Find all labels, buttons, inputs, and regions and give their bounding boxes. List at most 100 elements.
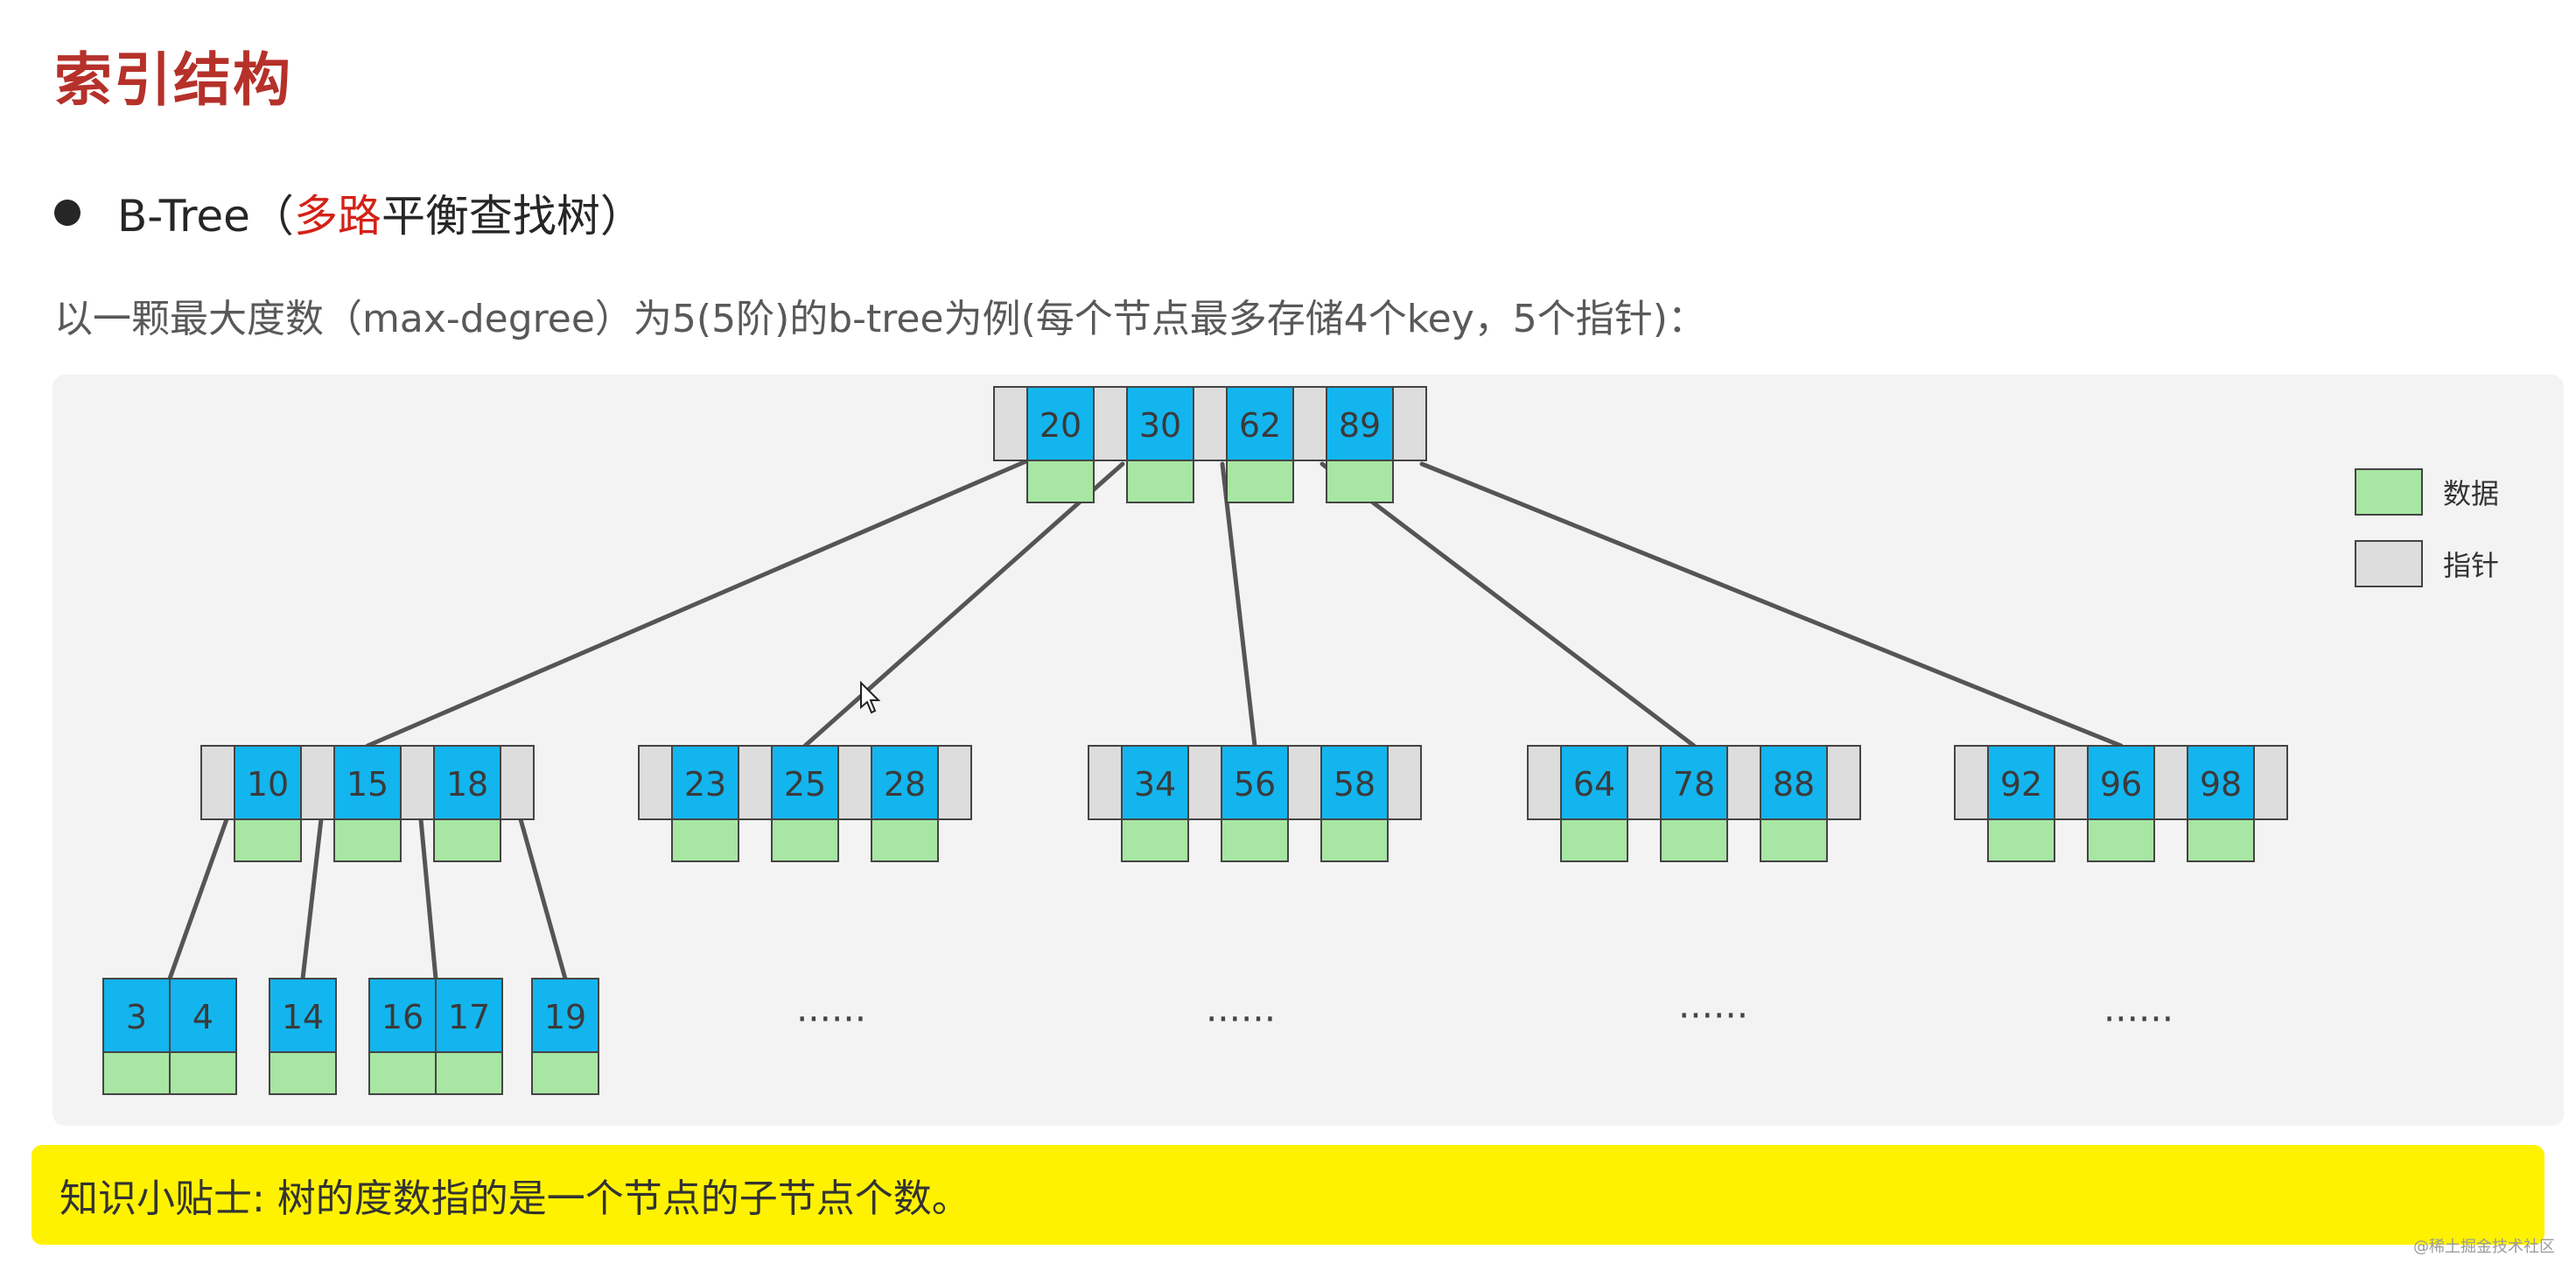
data-cell (871, 818, 939, 862)
key-label: 98 (2200, 765, 2242, 804)
key-cell (1660, 745, 1728, 820)
pointer-cell (1088, 745, 1123, 820)
key-label: 96 (2100, 765, 2142, 804)
bullet-heading: B-Tree（多路平衡查找树） (54, 182, 644, 243)
data-cell (1320, 818, 1389, 862)
leaf-key-label: 16 (382, 998, 424, 1036)
leaf-data-cell (102, 1051, 171, 1095)
data-cell (1026, 460, 1095, 503)
pointer-cell (1726, 745, 1761, 820)
data-cell (2087, 818, 2155, 862)
key-label: 18 (446, 765, 488, 804)
key-label: 58 (1334, 765, 1376, 804)
key-cell (771, 745, 839, 820)
pointer-cell (1187, 745, 1222, 820)
key-cell (1320, 745, 1389, 820)
pointer-cell (2253, 745, 2288, 820)
pointer-cell (1527, 745, 1562, 820)
tree-edge (167, 817, 229, 981)
pointer-cell (1387, 745, 1422, 820)
data-cell (1660, 818, 1728, 862)
pointer-cell (1292, 386, 1327, 461)
tree-edge (518, 817, 568, 981)
bullet-text-after: 平衡查找树） (381, 191, 644, 242)
tip-box: 知识小贴士: 树的度数指的是一个节点的子节点个数。 (32, 1145, 2544, 1245)
leaf-data-cell (531, 1051, 599, 1095)
ellipsis-more-nodes: ...... (2104, 987, 2174, 1030)
page-title: 索引结构 (54, 46, 292, 114)
key-label: 10 (247, 765, 289, 804)
data-cell (1560, 818, 1628, 862)
legend-label-data: 数据 (2443, 477, 2499, 510)
pointer-cell (738, 745, 773, 820)
key-label: 92 (2000, 765, 2042, 804)
data-cell (1987, 818, 2055, 862)
leaf-key-label: 19 (544, 998, 586, 1036)
key-label: 78 (1673, 765, 1715, 804)
pointer-cell (300, 745, 335, 820)
leaf-data-cell (435, 1051, 503, 1095)
ellipsis-more-nodes: ...... (1206, 987, 1276, 1030)
data-cell (433, 818, 501, 862)
key-label: 56 (1234, 765, 1276, 804)
key-cell (1560, 745, 1628, 820)
tree-edge (300, 817, 324, 981)
leaf-key-cell (435, 978, 503, 1053)
data-cell (2187, 818, 2255, 862)
tip-text: 知识小贴士: 树的度数指的是一个节点的子节点个数。 (60, 1176, 970, 1221)
tree-edge (802, 461, 1125, 748)
data-cell (1326, 460, 1394, 503)
pointer-cell (400, 745, 435, 820)
tree-edge (418, 817, 438, 981)
data-cell (1221, 818, 1289, 862)
leaf-data-cell (368, 1051, 437, 1095)
key-label: 62 (1239, 406, 1281, 445)
key-label: 15 (346, 765, 388, 804)
pointer-cell (1627, 745, 1662, 820)
data-cell (1226, 460, 1294, 503)
key-label: 34 (1134, 765, 1176, 804)
tree-edge (1220, 461, 1257, 748)
key-cell (871, 745, 939, 820)
pointer-cell (1193, 386, 1228, 461)
pointer-cell (1287, 745, 1322, 820)
tree-edge (1320, 461, 1697, 748)
data-cell (333, 818, 402, 862)
leaf-data-cell (169, 1051, 237, 1095)
pointer-cell (2054, 745, 2089, 820)
key-label: 23 (684, 765, 726, 804)
pointer-cell (937, 745, 972, 820)
key-label: 89 (1339, 406, 1381, 445)
leaf-key-label: 4 (192, 998, 214, 1036)
leaf-key-cell (531, 978, 599, 1053)
leaf-data-cell (269, 1051, 337, 1095)
description-text: 以一颗最大度数（max-degree）为5(5阶)的b-tree为例(每个节点最… (54, 297, 1706, 341)
bullet-text-highlight: 多路 (293, 191, 382, 242)
data-cell (1126, 460, 1194, 503)
bullet-text-before: B-Tree（ (117, 191, 294, 242)
pointer-cell (500, 745, 535, 820)
pointer-cell (200, 745, 235, 820)
legend-swatch-data (2355, 468, 2423, 516)
watermark: @稀土掘金技术社区 (2413, 1238, 2555, 1256)
key-cell (1126, 386, 1194, 461)
data-cell (1121, 818, 1189, 862)
leaf-key-label: 17 (448, 998, 490, 1036)
pointer-cell (1392, 386, 1427, 461)
data-cell (671, 818, 739, 862)
key-label: 20 (1040, 406, 1082, 445)
tree-edge (1419, 461, 2124, 748)
bullet-dot-icon (54, 200, 80, 226)
legend-swatch-pointer (2355, 540, 2423, 587)
pointer-cell (1826, 745, 1861, 820)
pointer-cell (837, 745, 872, 820)
key-label: 64 (1573, 765, 1615, 804)
data-cell (234, 818, 302, 862)
pointer-cell (2153, 745, 2188, 820)
key-cell (2087, 745, 2155, 820)
leaf-key-label: 14 (282, 998, 324, 1036)
key-label: 88 (1773, 765, 1815, 804)
mouse-cursor-icon (860, 680, 881, 714)
